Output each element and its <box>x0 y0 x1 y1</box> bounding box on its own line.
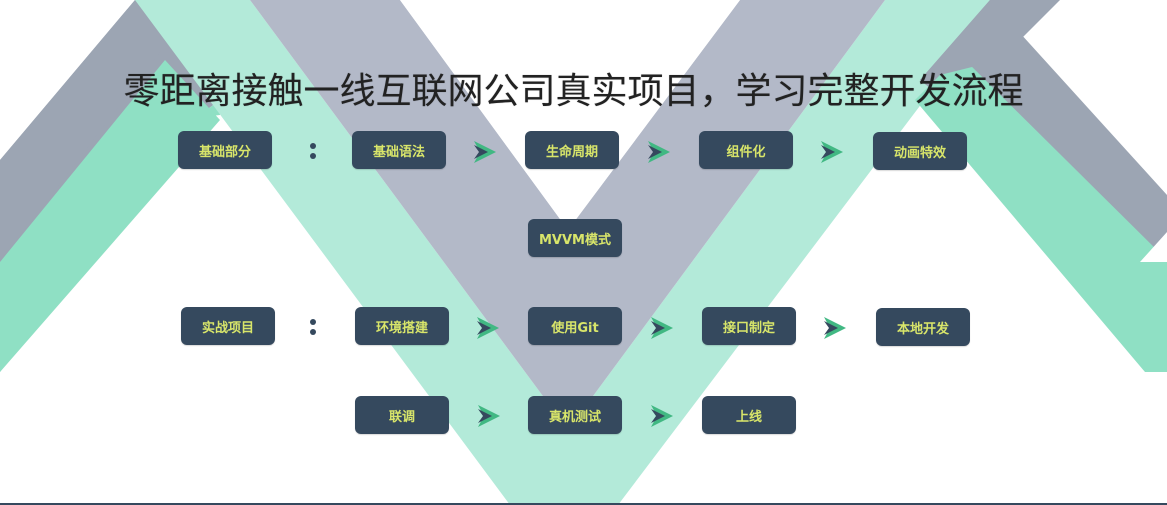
step-env-setup[interactable]: 环境搭建 <box>355 307 449 345</box>
chevron-right-icon <box>648 141 670 163</box>
step-api-design[interactable]: 接口制定 <box>702 307 796 345</box>
v-white-inner <box>400 0 740 230</box>
right-gray-band <box>920 0 1167 262</box>
step-mvvm[interactable]: MVVM模式 <box>528 219 622 257</box>
v-gray <box>250 0 885 430</box>
step-animation[interactable]: 动画特效 <box>873 132 967 170</box>
chevron-right-icon <box>651 405 673 427</box>
section-label-projects[interactable]: 实战项目 <box>181 307 275 345</box>
step-device-testing[interactable]: 真机测试 <box>528 396 622 434</box>
page-title: 零距离接触一线互联网公司真实项目，学习完整开发流程 <box>123 71 1024 113</box>
chevron-right-icon <box>478 405 500 427</box>
colon-icon <box>309 141 317 161</box>
chevron-right-icon <box>824 317 846 339</box>
chevron-right-icon <box>477 317 499 339</box>
chevron-right-icon <box>474 141 496 163</box>
step-lifecycle[interactable]: 生命周期 <box>525 131 619 169</box>
section-label-basics[interactable]: 基础部分 <box>178 131 272 169</box>
step-use-git[interactable]: 使用Git <box>528 307 622 345</box>
colon-icon <box>309 317 317 337</box>
v-light-green <box>135 0 1000 505</box>
step-local-dev[interactable]: 本地开发 <box>876 308 970 346</box>
right-green-band <box>915 55 1167 372</box>
step-components[interactable]: 组件化 <box>699 131 793 169</box>
bottom-border <box>0 503 1167 505</box>
step-release[interactable]: 上线 <box>702 396 796 434</box>
step-basic-syntax[interactable]: 基础语法 <box>352 131 446 169</box>
step-integration[interactable]: 联调 <box>355 396 449 434</box>
chevron-right-icon <box>821 141 843 163</box>
chevron-right-icon <box>651 317 673 339</box>
